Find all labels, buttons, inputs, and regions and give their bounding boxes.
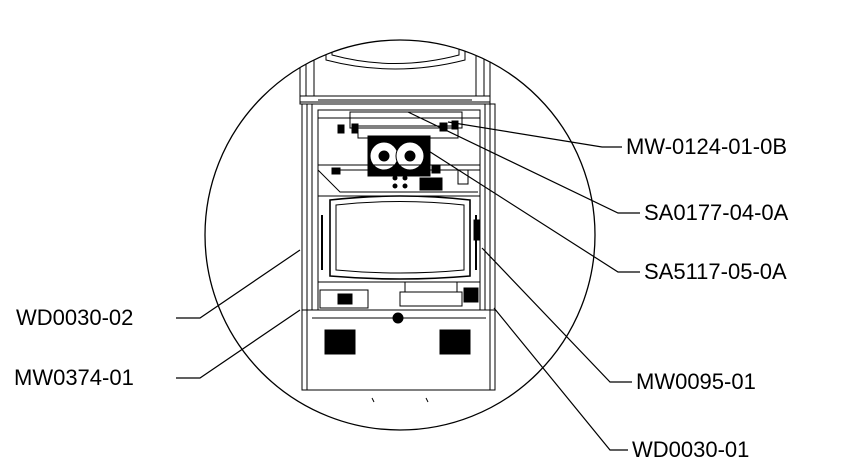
leader-sa5117-05-0a	[423, 147, 640, 273]
leader-mw-0124-01-0b	[447, 121, 622, 148]
cabinet-body	[301, 103, 496, 311]
detail-circle	[204, 39, 596, 431]
leader-mw0374-01	[176, 309, 301, 379]
leader-wd0030-01	[493, 307, 628, 451]
callout-mw0095-01: MW0095-01	[636, 369, 756, 394]
monitor	[321, 195, 481, 280]
fan-assembly	[337, 111, 463, 177]
base-panel	[301, 309, 496, 403]
leader-sa0177-04-0a	[407, 111, 640, 214]
callout-wd0030-02: WD0030-02	[16, 305, 134, 330]
upper-hood	[299, 40, 491, 105]
callout-sa5117-05-0a: SA5117-05-0A	[644, 259, 787, 284]
control-area	[318, 281, 480, 324]
callout-mw0374-01: MW0374-01	[14, 365, 134, 390]
leader-wd0030-02	[176, 249, 301, 319]
callout-mw-0124-01-0b: MW-0124-01-0B	[626, 134, 787, 159]
callout-sa0177-04-0a: SA0177-04-0A	[644, 200, 789, 225]
middle-shelf	[317, 164, 480, 197]
callout-wd0030-01: WD0030-01	[632, 437, 750, 462]
leader-mw0095-01	[481, 247, 632, 383]
